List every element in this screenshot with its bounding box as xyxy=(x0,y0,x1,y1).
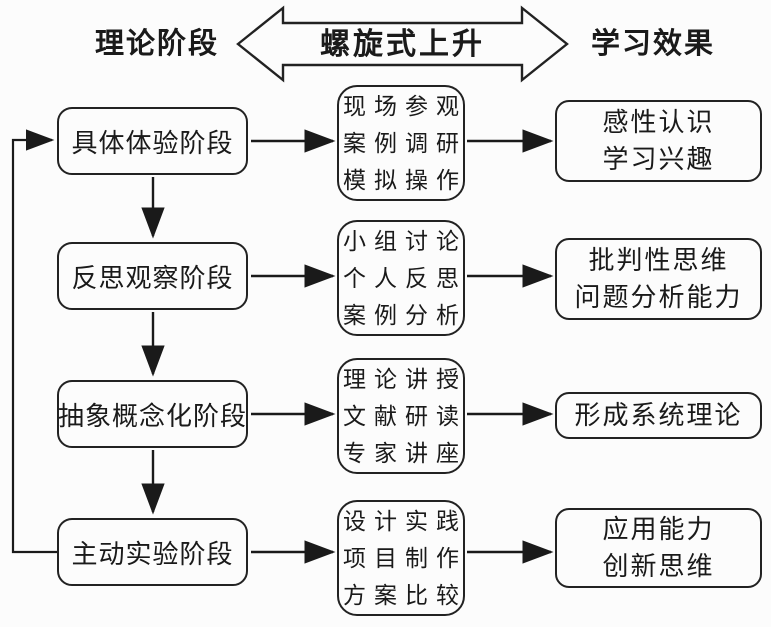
outcome-line: 形成系统理论 xyxy=(574,400,743,430)
outcome-line: 问题分析能力 xyxy=(574,282,743,312)
activity-line: 文献研读 xyxy=(343,402,467,429)
stage-label: 反思观察阶段 xyxy=(71,262,234,293)
stage-label: 抽象概念化阶段 xyxy=(58,400,248,431)
activity-line: 案例调研 xyxy=(343,129,467,156)
outcome-line: 批判性思维 xyxy=(588,245,729,275)
activity-box-row4: 设计实践 项目制作 方案比较 xyxy=(337,500,465,616)
outcome-box-row1: 感性认识 学习兴趣 xyxy=(555,100,762,182)
activity-line: 项目制作 xyxy=(343,544,467,571)
outcome-line: 感性认识 xyxy=(602,107,715,137)
stage-box-reflective-observation: 反思观察阶段 xyxy=(57,242,248,310)
outcome-box-row2: 批判性思维 问题分析能力 xyxy=(555,238,762,320)
theory-stage-label: 理论阶段 xyxy=(94,28,219,60)
activity-line: 个人反思 xyxy=(343,264,467,291)
activity-line: 小组讨论 xyxy=(343,227,467,254)
activity-line: 设计实践 xyxy=(343,507,467,534)
stage-box-abstract-conceptualization: 抽象概念化阶段 xyxy=(57,380,248,448)
activity-line: 模拟操作 xyxy=(343,166,467,193)
outcome-line: 应用能力 xyxy=(602,514,715,544)
outcome-line: 学习兴趣 xyxy=(602,144,715,174)
activity-box-row1: 现场参观 案例调研 模拟操作 xyxy=(337,85,465,201)
outcome-box-row3: 形成系统理论 xyxy=(555,392,762,439)
activity-box-row2: 小组讨论 个人反思 案例分析 xyxy=(337,220,465,336)
activity-line: 方案比较 xyxy=(343,581,467,608)
outcome-line: 创新思维 xyxy=(602,551,715,581)
stage-box-active-experimentation: 主动实验阶段 xyxy=(57,518,248,586)
activity-line: 案例分析 xyxy=(343,301,467,328)
activity-line: 现场参观 xyxy=(343,92,467,119)
activity-line: 专家讲座 xyxy=(343,439,467,466)
stage-label: 主动实验阶段 xyxy=(71,538,234,569)
feedback-loop-arrow xyxy=(11,129,57,554)
learning-effect-label: 学习效果 xyxy=(590,28,715,60)
stage-label: 具体体验阶段 xyxy=(71,127,234,158)
outcome-box-row4: 应用能力 创新思维 xyxy=(555,508,762,588)
stage-box-concrete-experience: 具体体验阶段 xyxy=(57,107,248,175)
activity-box-row3: 理论讲授 文献研读 专家讲座 xyxy=(337,358,465,474)
activity-line: 理论讲授 xyxy=(343,365,467,392)
spiral-arrow-label: 螺旋式上升 xyxy=(320,28,485,61)
